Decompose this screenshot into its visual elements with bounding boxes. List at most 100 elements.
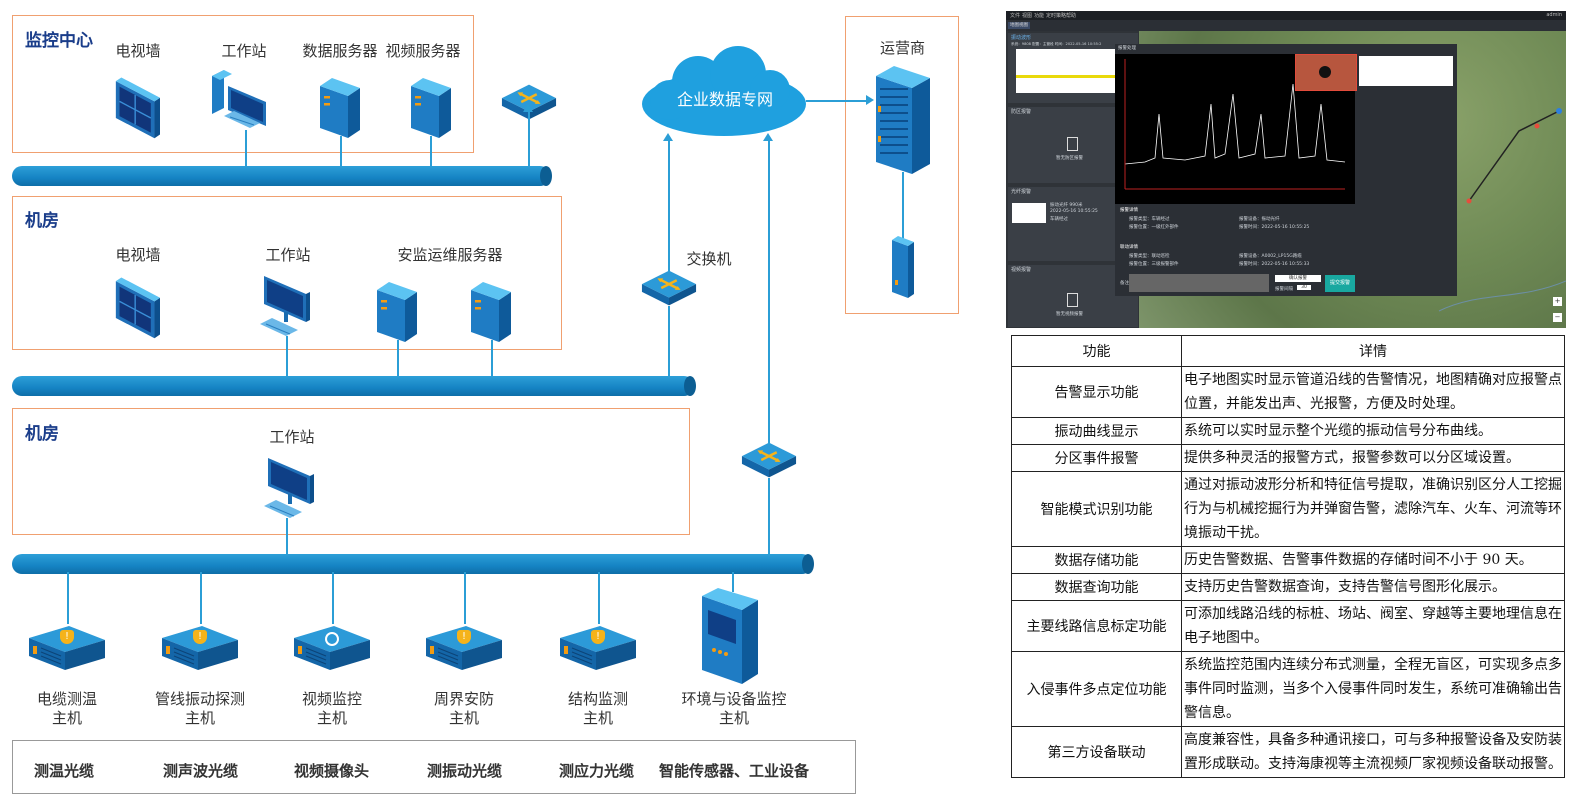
arrow-up-icon — [523, 104, 533, 112]
shield-icon: ! — [457, 630, 471, 644]
tv-wall-icon — [114, 70, 160, 142]
device-label-safety-server: 安监运维服务器 — [397, 246, 503, 264]
function-table: 功能 详情 告警显示功能电子地图实时显示管道沿线的告警情况，地图精确对应报警点位… — [1011, 335, 1565, 778]
cloud-label: 企业数据专网 — [676, 90, 773, 109]
table-row: 入侵事件多点定位功能系统监控范围内连续分布式测量，全程无盲区，可实现多点多事件同… — [1011, 651, 1565, 727]
submit-alarm-button[interactable]: 提交报警 — [1325, 275, 1355, 292]
shield-icon: ! — [193, 630, 207, 644]
menu-item[interactable]: 文件 — [1010, 13, 1021, 19]
zoom-out-button[interactable]: − — [1553, 313, 1562, 322]
search-icon — [325, 632, 339, 646]
shield-icon: ! — [591, 630, 605, 644]
device-label-tv-wall: 电视墙 — [115, 42, 161, 60]
menu-item[interactable]: 功能 — [1034, 13, 1045, 19]
table-row: 告警显示功能电子地图实时显示管道沿线的告警情况，地图精确对应报警点位置，并能发出… — [1011, 366, 1565, 418]
machine-room-2-zone — [12, 408, 690, 535]
header-cell: 功能 — [1011, 335, 1182, 367]
host-label: 周界安防主机 — [433, 690, 494, 727]
device-label-data-server: 数据服务器 — [302, 42, 378, 60]
connector — [732, 572, 734, 592]
connector — [768, 138, 770, 444]
device-label-workstation: 工作站 — [269, 428, 315, 446]
connector — [430, 136, 432, 168]
host-label: 环境与设备监控主机 — [681, 690, 787, 727]
connector — [286, 518, 288, 564]
table-header: 功能 详情 — [1011, 335, 1565, 367]
rack-server-icon — [872, 64, 932, 174]
connector — [768, 478, 770, 556]
host-label: 电缆测温主机 — [36, 690, 97, 727]
connector — [332, 572, 334, 624]
header-cell: 详情 — [1181, 335, 1565, 367]
data-server-icon — [318, 76, 362, 138]
cabinet-icon — [700, 588, 760, 684]
device-label-video-server: 视频服务器 — [385, 42, 461, 60]
tv-wall-icon — [114, 270, 160, 342]
remark-input[interactable] — [1129, 274, 1269, 292]
operator-zone — [845, 16, 959, 314]
connector — [464, 572, 466, 624]
table-row: 振动曲线显示系统可以实时显示整个光缆的振动信号分布曲线。 — [1011, 417, 1565, 445]
tab-map-view[interactable]: 地图视图 — [1008, 22, 1030, 29]
table-row: 主要线路信息标定功能可添加线路沿线的标桩、场站、阀室、穿越等主要地理信息在电子地… — [1011, 600, 1565, 652]
switch-label: 交换机 — [686, 250, 732, 268]
table-row: 分区事件报警提供多种灵活的报警方式，报警参数可以分区域设置。 — [1011, 444, 1565, 472]
cloud-icon — [642, 46, 806, 136]
menu-bar: 文件 视图 功能 定时策略 帮助 admin — [1006, 11, 1566, 20]
switch-icon — [640, 268, 698, 308]
menu-item[interactable]: 定时策略 — [1046, 13, 1067, 19]
arrow-up-icon — [763, 133, 773, 141]
play-icon[interactable] — [1319, 66, 1331, 78]
monitor-icon — [262, 454, 318, 520]
software-screenshot: 文件 视图 功能 定时策略 帮助 admin 地图视图 + − 振动波形 系统：… — [1006, 11, 1566, 328]
server-icon — [375, 280, 419, 342]
connector — [67, 572, 69, 624]
arrow-right-icon — [866, 95, 874, 105]
monitor-icon — [258, 272, 314, 338]
sensor-label: 测振动光缆 — [427, 762, 503, 780]
connector — [286, 336, 288, 378]
network-bus — [12, 376, 696, 396]
arrow-up-icon — [663, 133, 673, 141]
shield-icon: ! — [60, 630, 74, 644]
connector — [528, 110, 530, 168]
interval-input[interactable]: 30 — [1297, 285, 1311, 290]
document-icon — [1067, 137, 1078, 151]
zoom-in-button[interactable]: + — [1553, 297, 1562, 306]
video-server-icon — [409, 76, 453, 138]
video-thumbnail[interactable] — [1295, 54, 1357, 91]
connector — [902, 172, 904, 240]
sensor-label: 视频摄像头 — [294, 762, 370, 780]
connector — [598, 572, 600, 624]
confirm-alarm-button[interactable]: 确认报警 — [1275, 275, 1321, 282]
device-label-workstation: 工作站 — [265, 246, 311, 264]
sensor-label: 测应力光缆 — [559, 762, 635, 780]
workstation-icon — [210, 68, 276, 132]
host-label: 结构监测主机 — [567, 690, 628, 727]
user-name: admin — [1546, 12, 1562, 18]
alarm-thumbnail — [1012, 203, 1046, 223]
server-icon — [469, 280, 513, 342]
table-row: 数据查询功能支持历史告警数据查询，支持告警信号图形化展示。 — [1011, 573, 1565, 601]
monitor-center-zone — [12, 15, 474, 153]
vibration-plot — [1016, 49, 1116, 93]
network-bus — [12, 554, 814, 574]
device-label-tv-wall: 电视墙 — [115, 246, 161, 264]
alarm-dialog: 报警处理 报警详情 报警类型：车辆经过 报警设备：振动光纤 报警位置：一级红外部… — [1115, 44, 1457, 296]
connector — [245, 130, 247, 168]
device-label-workstation: 工作站 — [221, 42, 267, 60]
monitor-center-title: 监控中心 — [25, 31, 93, 51]
connector — [668, 138, 670, 272]
menu-item[interactable]: 视图 — [1022, 13, 1033, 19]
sensor-label: 测温光缆 — [34, 762, 95, 780]
sensor-label: 测声波光缆 — [163, 762, 239, 780]
sensor-box — [12, 740, 856, 794]
sensor-label: 智能传感器、工业设备 — [659, 762, 810, 780]
connector — [397, 340, 399, 378]
menu-item[interactable]: 帮助 — [1066, 13, 1077, 19]
terminal-icon — [892, 236, 914, 298]
connector — [491, 340, 493, 378]
connector — [340, 136, 342, 168]
connector — [806, 100, 868, 102]
host-label: 视频监控主机 — [301, 690, 362, 727]
